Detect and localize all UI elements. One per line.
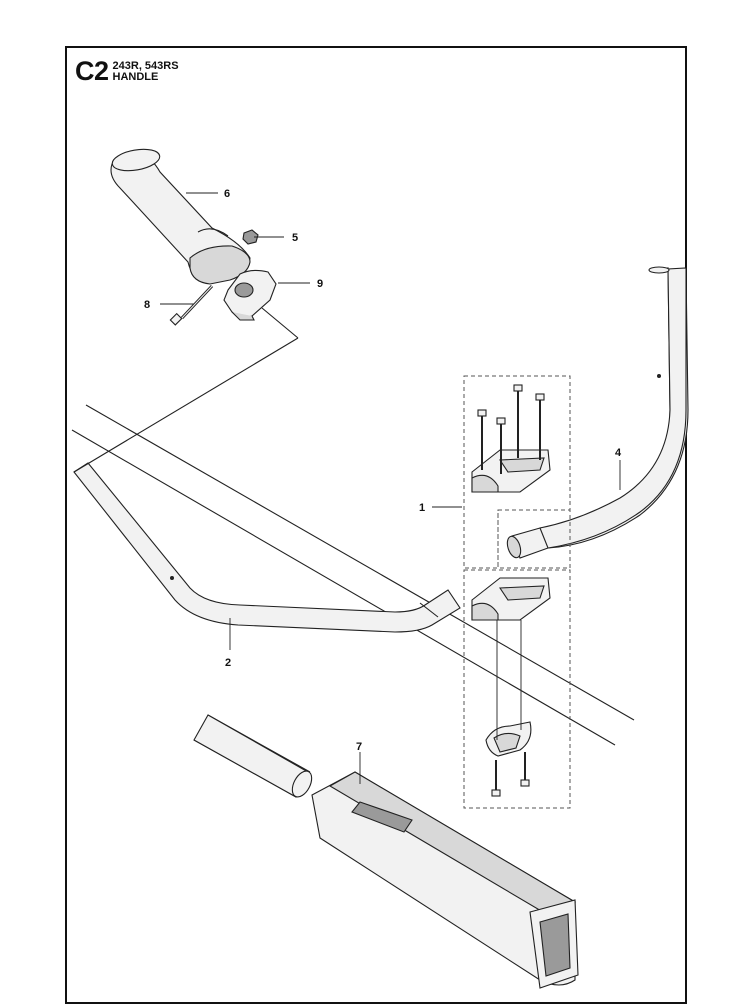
part-6-nut xyxy=(242,229,259,245)
section-code: C2 xyxy=(75,56,109,86)
callout-8: 8 xyxy=(144,299,150,311)
model-numbers: 243R, 543RS xyxy=(112,60,179,72)
diagram-frame xyxy=(65,46,687,1004)
callout-4: 4 xyxy=(615,447,622,459)
part-4-side-handle xyxy=(506,266,689,559)
part-9-clamp xyxy=(223,269,277,321)
callout-leaders xyxy=(160,192,621,784)
part-5-shaft-housing xyxy=(193,714,579,989)
header-titles: 243R, 543RS HANDLE xyxy=(113,61,179,83)
part-8-screw xyxy=(169,284,214,326)
callout-6: 5 xyxy=(292,232,298,244)
callout-1: 1 xyxy=(419,502,425,514)
part-7-grip xyxy=(110,148,251,285)
callout-5: 7 xyxy=(356,741,362,753)
page-header: C2 243R, 543RS HANDLE xyxy=(75,58,179,85)
callout-7: 6 xyxy=(224,188,230,200)
callout-2: 2 xyxy=(225,657,231,669)
callout-9: 9 xyxy=(317,278,323,290)
page-title: HANDLE xyxy=(112,71,159,83)
part-1-bracket-lower xyxy=(471,577,551,797)
part-1-dashed-groups xyxy=(463,375,571,809)
part-1-bracket-upper xyxy=(471,384,551,493)
part-2-loop-handle xyxy=(73,307,461,633)
